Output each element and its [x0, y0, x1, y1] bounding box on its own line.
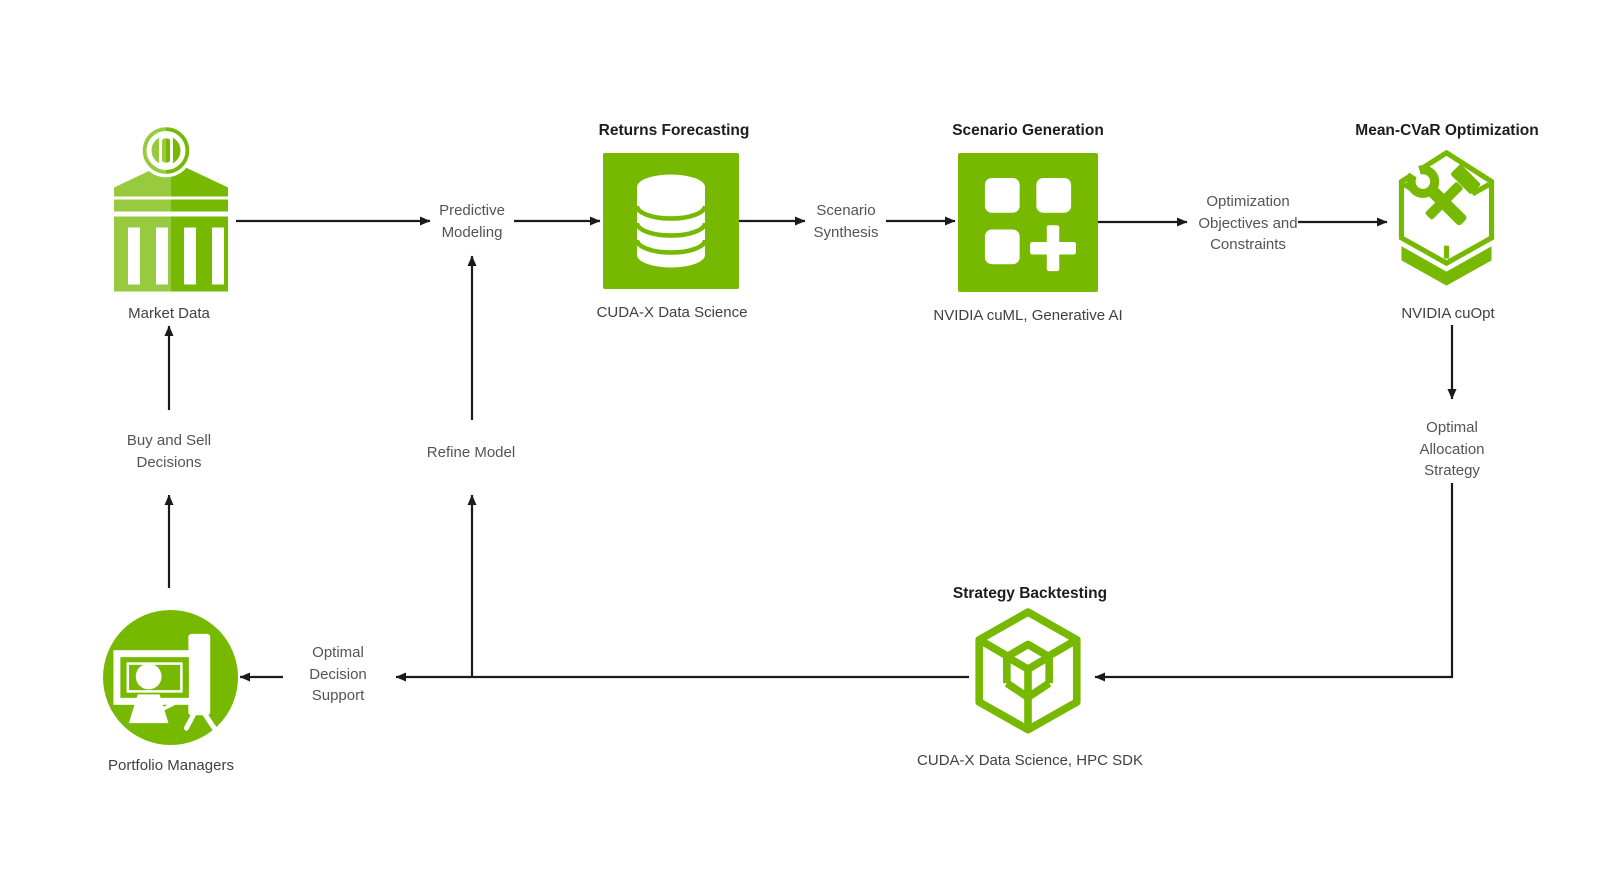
returns-forecasting-node	[603, 153, 739, 289]
scenario-generation-title: Scenario Generation	[952, 122, 1104, 139]
strategy-backtesting-title: Strategy Backtesting	[952, 585, 1108, 602]
presenter-icon	[103, 610, 238, 745]
edge-label-predictive-modeling: Predictive Modeling	[439, 202, 505, 241]
edge-label-optimal-decision-support: Optimal Decision Support	[309, 644, 367, 704]
edge-label-optimal-allocation: Optimal Allocation Strategy	[1419, 419, 1485, 479]
tools-hexagon-icon	[1396, 150, 1495, 286]
grid-plus-icon	[984, 178, 1076, 272]
edge-label-buy-sell-decisions: Buy and Sell Decisions	[126, 432, 212, 471]
scenario-generation-caption: NVIDIA cuML, Generative AI	[933, 307, 1123, 324]
returns-forecasting-title: Returns Forecasting	[598, 122, 750, 139]
database-icon	[636, 174, 706, 268]
mean-cvar-node	[1390, 150, 1503, 293]
edge-label-optimization-objectives: Optimization Objectives and Constraints	[1198, 193, 1298, 253]
portfolio-managers-label: Portfolio Managers	[108, 757, 234, 774]
edge-label-scenario-synthesis: Scenario Synthesis	[813, 202, 879, 241]
arrow-allocation-to-backtesting	[1094, 483, 1454, 682]
cube-icon	[975, 608, 1081, 734]
market-data-node	[112, 127, 230, 292]
bank-icon	[114, 127, 228, 292]
returns-forecasting-caption: CUDA-X Data Science	[596, 304, 748, 321]
market-data-label: Market Data	[128, 305, 210, 322]
mean-cvar-caption: NVIDIA cuOpt	[1401, 305, 1495, 322]
mean-cvar-title: Mean-CVaR Optimization	[1355, 122, 1539, 139]
portfolio-managers-node	[103, 610, 238, 745]
scenario-generation-node	[958, 153, 1098, 292]
strategy-backtesting-node	[969, 608, 1087, 742]
edge-label-refine-model: Refine Model	[426, 444, 516, 461]
strategy-backtesting-caption: CUDA-X Data Science, HPC SDK	[917, 752, 1143, 769]
